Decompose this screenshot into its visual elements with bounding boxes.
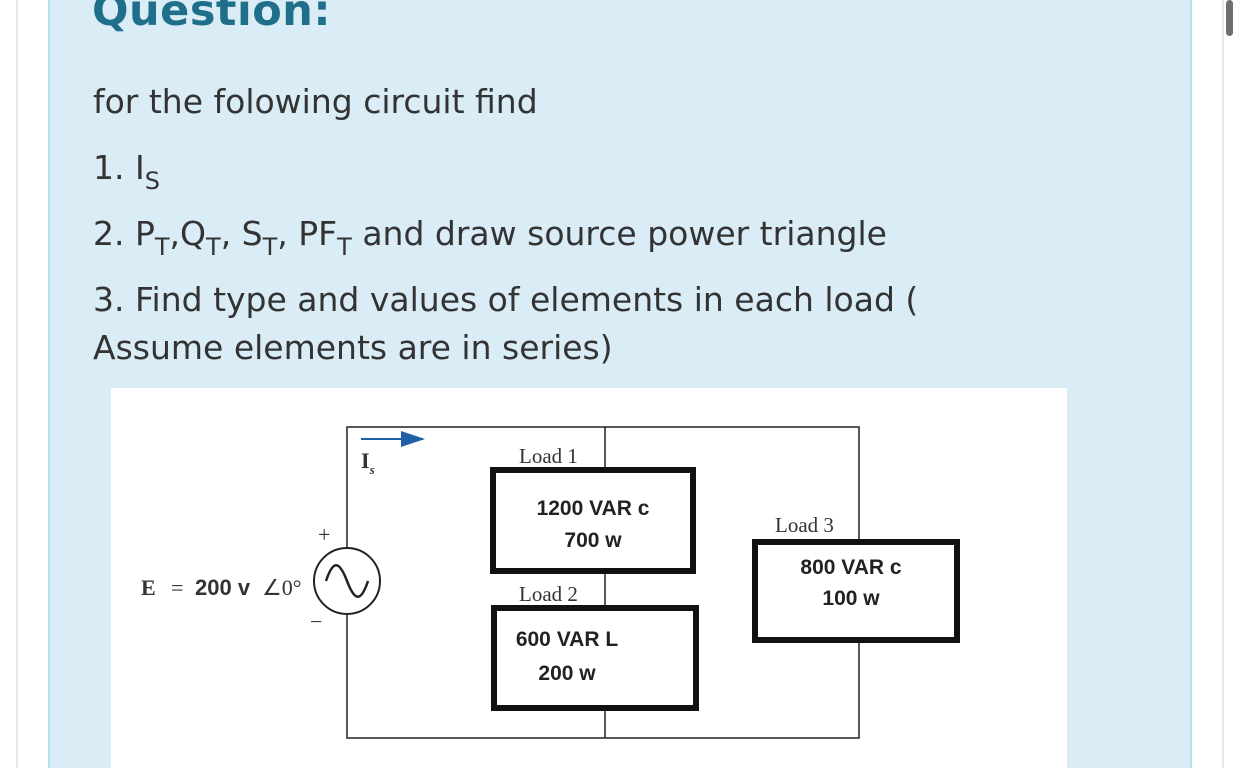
load3-reactive-power: 800 VAR c [800, 556, 901, 579]
source-label: E = 200 v ∠0° [141, 575, 302, 601]
question-item-2: 2. PT,QT, ST, PFT and draw source power … [93, 214, 887, 259]
question-intro: for the folowing circuit find [93, 82, 538, 121]
load2-box [491, 605, 699, 711]
frame-line-right [1222, 0, 1224, 768]
circuit-diagram: + − E = 200 v ∠0° Is Load 1 1200 VAR c 7… [141, 426, 960, 739]
question-item-3: 3. Find type and values of elements in e… [93, 280, 919, 319]
load2-reactive-power: 600 VAR L [516, 628, 618, 651]
source-angle: ∠0° [262, 575, 302, 600]
source-equals: = [171, 575, 183, 600]
load3-box [752, 539, 960, 643]
item2-p-subscript: T [154, 233, 170, 261]
load1-real-power: 700 w [564, 529, 622, 552]
item2-p: 2. P [93, 214, 155, 253]
item2-q: ,Q [169, 214, 207, 253]
source-value: 200 v [195, 575, 251, 600]
load1-reactive-power: 1200 VAR c [537, 497, 650, 520]
item2-q-subscript: T [206, 233, 221, 261]
circuit-figure: + − E = 200 v ∠0° Is Load 1 1200 VAR c 7… [111, 388, 1067, 768]
item2-pf-subscript: T [337, 233, 352, 261]
question-item-3-cont: Assume elements are in series) [93, 328, 613, 367]
load3-label: Load 3 [775, 513, 834, 537]
item1-subscript: S [144, 167, 160, 195]
item2-pf: , PF [277, 214, 338, 253]
frame-line-left [16, 0, 18, 768]
item2-s-subscript: T [262, 233, 278, 261]
load1-box [490, 467, 696, 574]
load2-real-power: 200 w [538, 662, 596, 685]
question-title: Question: [92, 0, 332, 36]
load3-real-power: 100 w [822, 587, 880, 610]
plus-sign: + [318, 522, 330, 547]
current-label: Is [361, 448, 375, 477]
question-item-1: 1. IS [93, 148, 160, 193]
load1-label: Load 1 [519, 444, 578, 468]
source-symbol: E [141, 575, 156, 600]
scrollbar[interactable] [1226, 0, 1233, 36]
current-subscript: s [369, 462, 375, 477]
load2-label: Load 2 [519, 582, 578, 606]
item2-suffix: and draw source power triangle [351, 214, 887, 253]
item2-s: , S [220, 214, 263, 253]
item1-text: 1. I [93, 148, 145, 187]
sine-wave-icon [324, 564, 370, 598]
minus-sign: − [310, 609, 322, 634]
current-symbol: I [361, 448, 370, 473]
